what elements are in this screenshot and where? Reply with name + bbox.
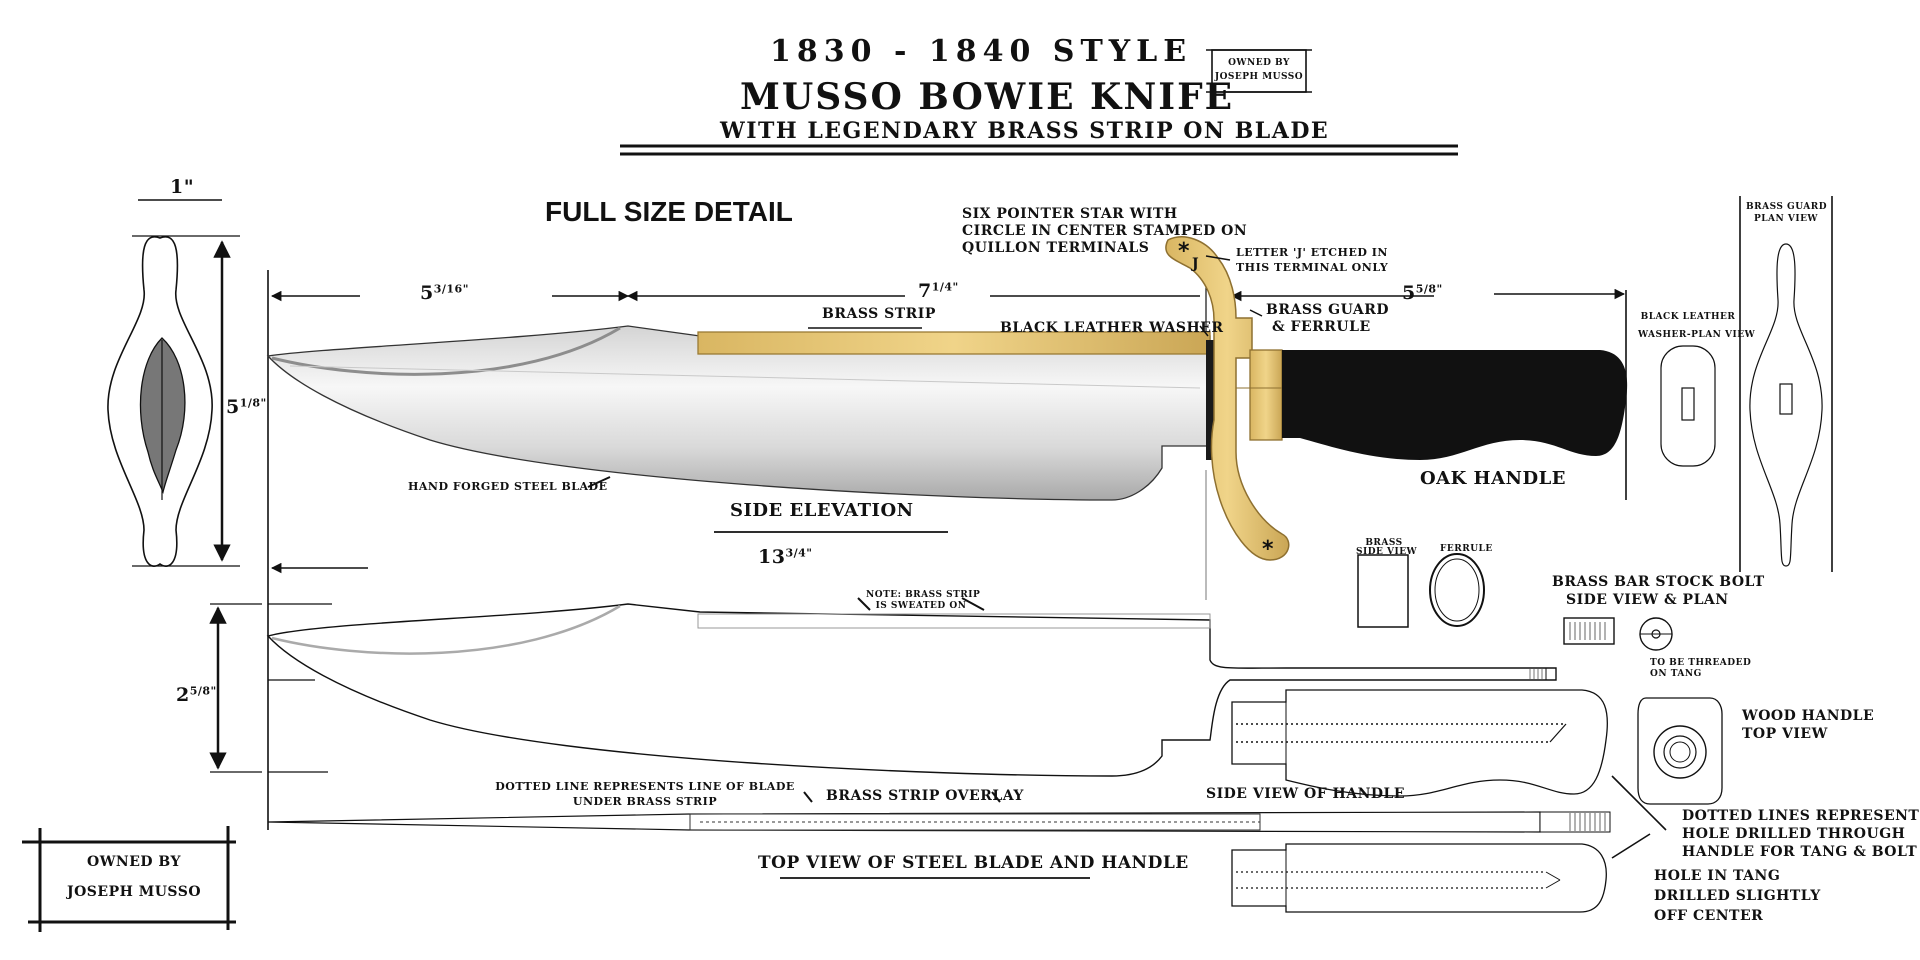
- full-size-detail-label: FULL SIZE DETAIL: [545, 196, 793, 227]
- dim-blade-length-whole: 7: [918, 280, 932, 302]
- title-line-1: 1830 - 1840 STYLE: [770, 34, 1193, 69]
- oak-handle-label: OAK HANDLE: [1420, 468, 1566, 489]
- guard-plan-label-2: PLAN VIEW: [1753, 214, 1819, 224]
- note-brass-2: IS SWEATED ON: [875, 601, 967, 611]
- wood-handle-label-1: WOOD HANDLE: [1742, 708, 1875, 724]
- guard-front-view: [107, 236, 213, 567]
- dim-blade-width-whole: 2: [176, 684, 190, 706]
- svg-text:*: *: [1178, 239, 1190, 264]
- dim-blade-width: 25/8": [176, 684, 217, 706]
- blade-side: [266, 325, 1211, 501]
- handle-top-outline: [1231, 843, 1607, 913]
- dim-blade-length-frac: 1/4": [931, 280, 959, 294]
- bolt-side-part: [1563, 617, 1615, 645]
- side-view-handle-label: SIDE VIEW OF HANDLE: [1206, 786, 1406, 802]
- dim-blade-width-frac: 5/8": [189, 684, 217, 698]
- wood-handle-label-2: TOP VIEW: [1742, 726, 1828, 742]
- dotted-lines-rep-3: HANDLE FOR TANG & BOLT: [1682, 844, 1918, 860]
- dim-blade-clip-whole: 5: [420, 282, 434, 304]
- top-view-label: TOP VIEW OF STEEL BLADE AND HANDLE: [758, 853, 1189, 873]
- svg-text:*: *: [1262, 537, 1274, 562]
- owner-badge-line1: OWNED BY: [1228, 58, 1290, 68]
- side-elevation-label: SIDE ELEVATION: [730, 500, 914, 521]
- ferrule-side: [1249, 349, 1283, 441]
- dim-guard-height-whole: 5: [226, 396, 240, 418]
- brass-side-view-part: [1357, 554, 1409, 628]
- dim-guard-height: 51/8": [226, 396, 267, 418]
- dim-overall-whole: 13: [758, 546, 786, 568]
- owner-bottom-2: JOSEPH MUSSO: [66, 884, 202, 900]
- leather-washer: [1206, 340, 1214, 460]
- black-leather-washer-label: BLACK LEATHER WASHER: [1000, 320, 1224, 336]
- ferrule-part: [1429, 553, 1485, 627]
- dotted-line-note-2: UNDER BRASS STRIP: [572, 795, 718, 808]
- dotted-line-note-1: DOTTED LINE REPRESENTS LINE OF BLADE: [495, 780, 795, 793]
- blade-outline-side: [266, 603, 1557, 777]
- brass-guard: [1165, 236, 1290, 561]
- title-line-3: WITH LEGENDARY BRASS STRIP ON BLADE: [720, 118, 1330, 144]
- threaded-label-1: TO BE THREADED: [1650, 658, 1752, 668]
- dim-guard-height-frac: 1/8": [239, 396, 267, 410]
- star-note-3: QUILLON TERMINALS: [962, 240, 1150, 256]
- dotted-lines-rep-1: DOTTED LINES REPRESENT: [1682, 808, 1920, 824]
- bolt-label-1: BRASS BAR STOCK BOLT: [1552, 574, 1765, 590]
- dim-overall: 133/4": [758, 546, 813, 568]
- owner-bottom-1: OWNED BY: [87, 854, 181, 870]
- dim-blade-clip-frac: 3/16": [433, 282, 469, 296]
- brass-guard-label-1: BRASS GUARD: [1266, 302, 1389, 318]
- hand-forged-label: HAND FORGED STEEL BLADE: [408, 480, 608, 493]
- brass-side-view-1: BRASS: [1365, 538, 1403, 548]
- letter-j-note-1: LETTER 'J' ETCHED IN: [1236, 246, 1388, 259]
- guard-plan-label-1: BRASS GUARD: [1746, 202, 1828, 212]
- star-note-2: CIRCLE IN CENTER STAMPED ON: [962, 223, 1248, 239]
- threaded-label-2: ON TANG: [1650, 669, 1702, 679]
- washer-plan-label-2: WASHER-PLAN VIEW: [1638, 330, 1756, 340]
- note-brass-1: NOTE: BRASS STRIP: [866, 590, 981, 600]
- handle-side-outline: [1231, 689, 1608, 797]
- dim-handle-length-frac: 5/8": [1415, 282, 1443, 296]
- brass-side-view-2: SIDE VIEW: [1356, 547, 1418, 557]
- svg-text:J: J: [1190, 256, 1199, 272]
- dotted-lines-rep-2: HOLE DRILLED THROUGH: [1682, 826, 1906, 842]
- dim-handle-length: 55/8": [1402, 282, 1443, 304]
- letter-j-note-2: THIS TERMINAL ONLY: [1236, 261, 1389, 274]
- dim-blade-length: 71/4": [918, 280, 959, 302]
- hole-tang-3: OFF CENTER: [1654, 908, 1764, 924]
- washer-plan-label-1: BLACK LEATHER: [1640, 312, 1736, 322]
- hole-tang-2: DRILLED SLIGHTLY: [1654, 888, 1821, 904]
- brass-strip-overlay-label: BRASS STRIP OVERLAY: [826, 788, 1024, 804]
- brass-strip-label: BRASS STRIP: [822, 306, 936, 322]
- dim-guard-width: 1": [170, 176, 195, 198]
- hole-tang-1: HOLE IN TANG: [1654, 868, 1781, 884]
- star-note-1: SIX POINTER STAR WITH: [962, 206, 1178, 222]
- bolt-label-2: SIDE VIEW & PLAN: [1566, 592, 1729, 608]
- owner-badge-line2: JOSEPH MUSSO: [1214, 72, 1304, 82]
- oak-handle-side: [1282, 350, 1628, 460]
- brass-guard-label-2: & FERRULE: [1272, 319, 1371, 335]
- dim-handle-length-whole: 5: [1402, 282, 1416, 304]
- dim-overall-frac: 3/4": [785, 546, 813, 560]
- ferrule-label: FERRULE: [1440, 544, 1493, 554]
- dim-blade-clip: 53/16": [420, 282, 469, 304]
- title-line-2: MUSSO BOWIE KNIFE: [740, 76, 1235, 118]
